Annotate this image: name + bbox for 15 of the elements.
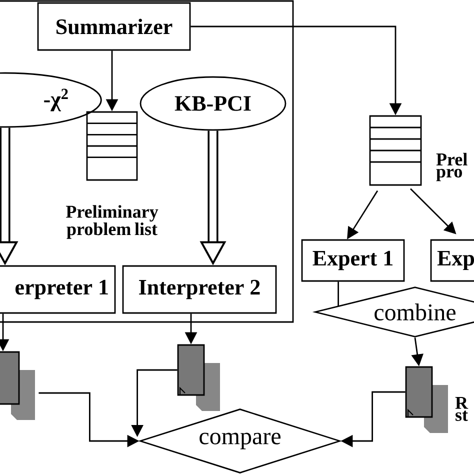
frame-box [0,0,294,323]
process-box: Summarizer [37,2,191,51]
connector-line [338,282,339,306]
document-icon [0,351,35,420]
list-icon [369,115,422,186]
side-label: R st [455,397,468,421]
document-icon [177,344,220,411]
side-label: Prel pro [436,152,468,182]
list-icon [86,111,138,181]
side-label: Preliminary problem list [66,205,158,239]
process-box: Expert 1 [301,239,405,282]
document-icon [405,366,448,433]
process-box: Exp [430,239,474,282]
process-box: Interpreter 2 [122,265,277,314]
process-box: erpreter 1 [0,265,116,314]
